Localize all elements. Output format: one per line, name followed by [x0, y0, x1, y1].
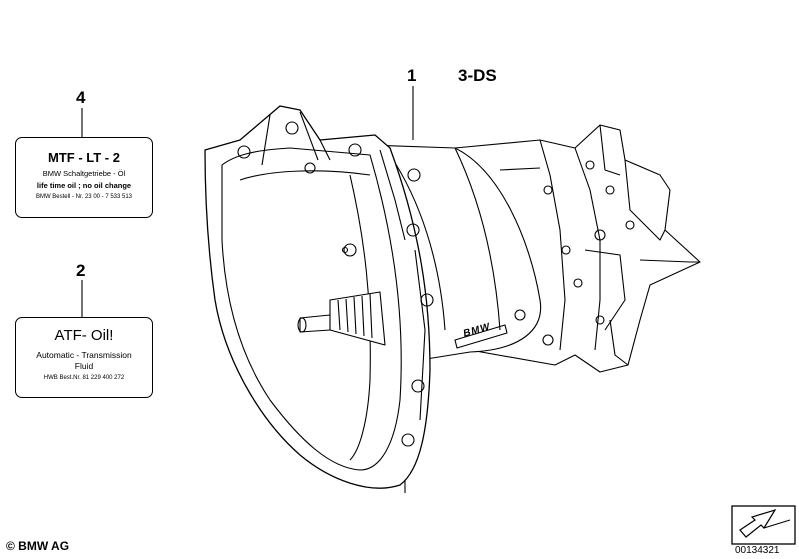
model-label: 3-DS [458, 66, 497, 85]
label-atf-line3: HWB Best.Nr. 81 229 400 272 [43, 375, 125, 381]
label-atf-title: ATF- Oil! [54, 327, 114, 344]
callout-part1: 1 [407, 66, 417, 85]
callout-part4: 4 [76, 88, 86, 107]
label-mtf-line3: BMW Bestell - Nr. 23 00 - 7 533 513 [35, 194, 133, 200]
label-mtf-oil: MTF - LT - 2 BMW Schaltgetriebe - Öl lif… [15, 137, 153, 218]
copyright-text: © BMW AG [6, 539, 70, 553]
label-atf-line1: Automatic - Transmission [36, 350, 132, 360]
callout-part2: 2 [76, 261, 86, 280]
diagram-number: 00134321 [735, 545, 780, 556]
label-mtf-line2: life time oil ; no oil change [36, 181, 132, 190]
transmission-illustration [204, 105, 701, 489]
label-atf-line2: Fluid [74, 361, 94, 371]
stroke-arrow-icon [731, 505, 796, 545]
label-atf-oil: ATF- Oil! Automatic - Transmission Fluid… [15, 317, 153, 398]
label-mtf-title: MTF - LT - 2 [48, 150, 120, 165]
label-mtf-line1: BMW Schaltgetriebe - Öl [42, 169, 126, 178]
